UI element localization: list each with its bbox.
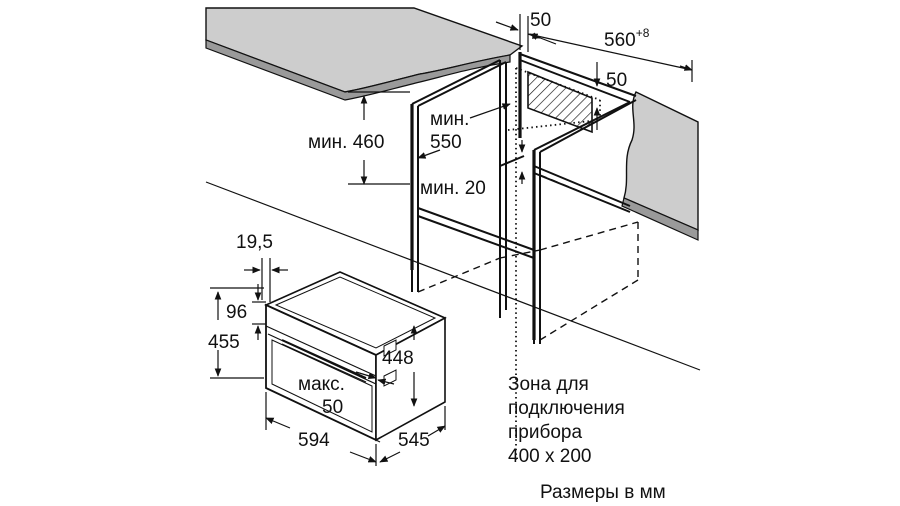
floor-line	[205, 181, 701, 371]
label-545: 545	[398, 430, 430, 451]
label-594: 594	[298, 430, 330, 451]
connection-zone-label: Зона для подключения прибора 400 x 200	[508, 374, 625, 467]
label-min-460: мин. 460	[308, 132, 384, 153]
oven-appliance	[264, 271, 447, 443]
label-19-5: 19,5	[236, 232, 273, 253]
label-width-value: 560	[604, 30, 636, 51]
label-min-550-line1: мин.	[430, 109, 469, 130]
label-max-50-line2: 50	[322, 397, 343, 418]
label-448: 448	[382, 348, 414, 369]
label-max-50-line1: макс.	[298, 374, 345, 395]
dimension-labels: 50 560+8 50 мин. 550 мин. 460 мин. 20 19…	[208, 10, 650, 451]
zone-label-line3: прибора	[508, 422, 582, 443]
label-min-550-line2: 550	[430, 132, 462, 153]
label-width-tolerance: +8	[636, 26, 650, 40]
label-455: 455	[208, 332, 240, 353]
zone-label-line2: подключения	[508, 398, 625, 419]
label-width-main: 560+8	[604, 26, 650, 51]
countertop-right	[621, 91, 699, 241]
label-depth-gap: 50	[530, 10, 551, 31]
zone-label-line1: Зона для	[508, 374, 589, 395]
label-96: 96	[226, 302, 247, 323]
zone-label-line4: 400 x 200	[508, 446, 591, 467]
ventilation-opening	[527, 70, 593, 134]
countertop-left	[205, 7, 524, 101]
units-note: Размеры в мм	[540, 482, 666, 503]
niche-hidden-edges	[417, 174, 639, 341]
label-min-20: мин. 20	[420, 178, 486, 199]
dimension-lines	[210, 14, 693, 466]
label-vent-height: 50	[606, 70, 627, 91]
